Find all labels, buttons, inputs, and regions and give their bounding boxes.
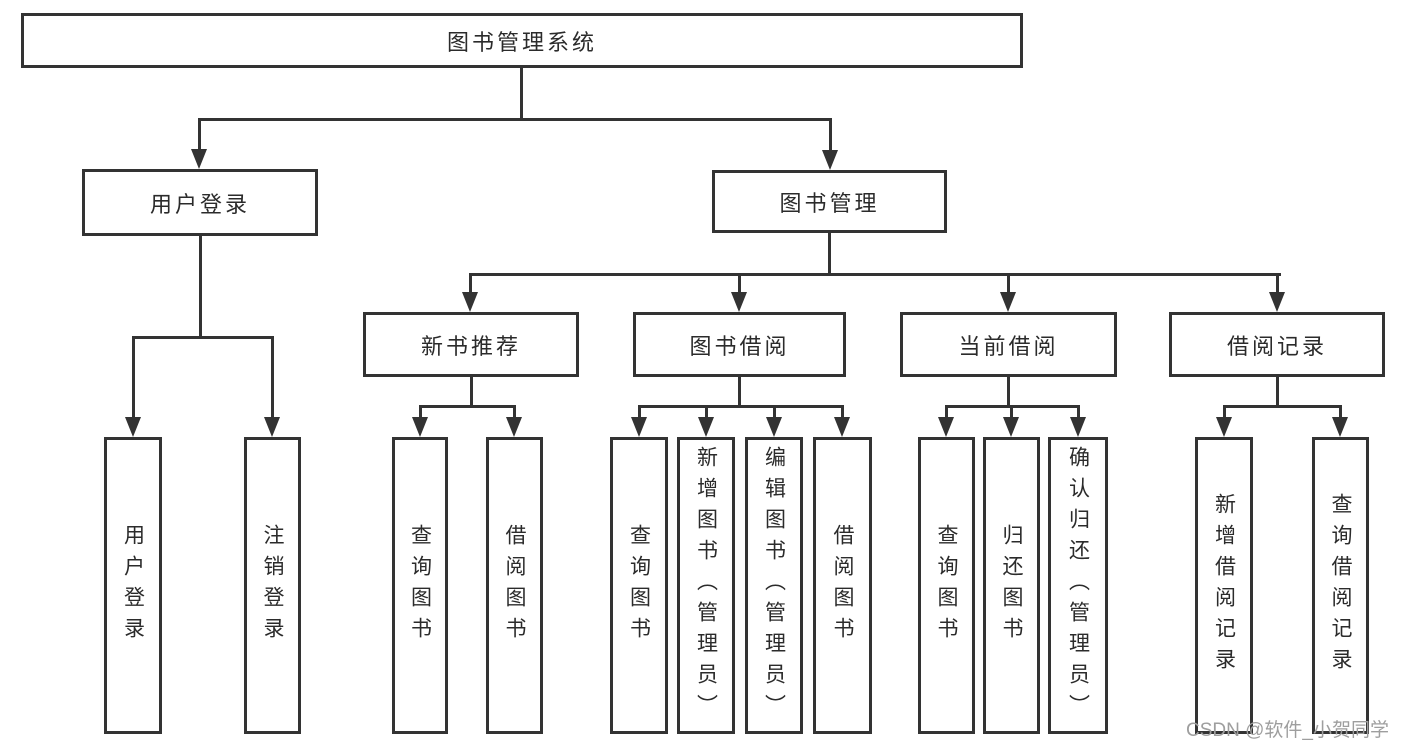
connector-line (945, 405, 948, 419)
connector-line (198, 118, 832, 121)
arrowhead-down-icon (264, 417, 280, 437)
leaf-user-login-label: 用户登录 (121, 523, 145, 648)
node-book-borrow-label: 图书借阅 (689, 333, 790, 359)
connector-line (829, 118, 832, 153)
connector-line (199, 235, 202, 339)
leaf-edit-book-admin: 编辑图书（管理员） (745, 437, 803, 734)
leaf-query-book-2-label: 查询图书 (627, 523, 651, 648)
connector-line (773, 405, 776, 419)
node-user-login-label: 用户登录 (149, 191, 250, 217)
connector-line (738, 273, 741, 294)
leaf-confirm-return-admin: 确认归还（管理员） (1048, 437, 1108, 734)
connector-line (638, 405, 843, 408)
leaf-query-book-3-label: 查询图书 (935, 523, 958, 648)
connector-line (738, 377, 741, 408)
connector-line (132, 336, 274, 339)
leaf-return-book: 归还图书 (983, 437, 1040, 734)
leaf-query-borrow-record: 查询借阅记录 (1312, 437, 1369, 734)
node-book-borrow: 图书借阅 (633, 312, 846, 377)
leaf-edit-book-admin-label: 编辑图书（管理员） (762, 446, 786, 725)
connector-line (841, 405, 844, 419)
connector-line (828, 233, 831, 276)
connector-line (419, 405, 422, 419)
arrowhead-down-icon (698, 417, 714, 437)
node-new-book-recommend-label: 新书推荐 (420, 333, 521, 359)
connector-line (1010, 405, 1013, 419)
arrowhead-down-icon (1216, 417, 1232, 437)
connector-line (469, 273, 472, 294)
leaf-add-book-admin-label: 新增图书（管理员） (694, 446, 718, 725)
node-current-borrow-label: 当前借阅 (958, 333, 1059, 359)
connector-line (1007, 273, 1010, 294)
connector-line (132, 336, 135, 419)
leaf-query-book-2: 查询图书 (610, 437, 668, 734)
arrowhead-down-icon (1269, 292, 1285, 312)
arrowhead-down-icon (1070, 417, 1086, 437)
leaf-borrow-book-1-label: 借阅图书 (503, 523, 526, 648)
connector-line (638, 405, 641, 419)
node-new-book-recommend: 新书推荐 (363, 312, 579, 377)
arrowhead-down-icon (125, 417, 141, 437)
node-root-label: 图书管理系统 (446, 29, 597, 55)
arrowhead-down-icon (766, 417, 782, 437)
arrowhead-down-icon (506, 417, 522, 437)
leaf-query-borrow-record-label: 查询借阅记录 (1329, 492, 1352, 679)
connector-line (1007, 377, 1010, 408)
leaf-confirm-return-admin-label: 确认归还（管理员） (1066, 446, 1090, 725)
arrowhead-down-icon (834, 417, 850, 437)
arrowhead-down-icon (631, 417, 647, 437)
connector-line (520, 68, 523, 121)
leaf-query-book-1-label: 查询图书 (408, 523, 432, 648)
node-current-borrow: 当前借阅 (900, 312, 1117, 377)
leaf-return-book-label: 归还图书 (1000, 523, 1023, 648)
node-user-login: 用户登录 (82, 169, 318, 236)
leaf-query-book-3: 查询图书 (918, 437, 975, 734)
connector-line (1223, 405, 1342, 408)
leaf-borrow-book-1: 借阅图书 (486, 437, 543, 734)
node-book-management-label: 图书管理 (779, 190, 880, 216)
connector-line (470, 377, 473, 408)
leaf-borrow-book-2-label: 借阅图书 (831, 523, 854, 648)
arrowhead-down-icon (412, 417, 428, 437)
watermark: CSDN @软件_小贺同学 (1186, 720, 1389, 741)
connector-line (1276, 273, 1279, 294)
connector-line (1223, 405, 1226, 419)
leaf-borrow-book-2: 借阅图书 (813, 437, 872, 734)
leaf-user-login: 用户登录 (104, 437, 162, 734)
arrowhead-down-icon (822, 150, 838, 170)
leaf-add-borrow-record-label: 新增借阅记录 (1212, 492, 1236, 679)
connector-line (1077, 405, 1080, 419)
arrowhead-down-icon (938, 417, 954, 437)
arrowhead-down-icon (1003, 417, 1019, 437)
node-root: 图书管理系统 (21, 13, 1023, 68)
connector-line (1276, 377, 1279, 408)
node-borrow-record: 借阅记录 (1169, 312, 1385, 377)
arrowhead-down-icon (1332, 417, 1348, 437)
arrowhead-down-icon (1000, 292, 1016, 312)
connector-line (705, 405, 708, 419)
arrowhead-down-icon (462, 292, 478, 312)
node-borrow-record-label: 借阅记录 (1226, 333, 1327, 359)
node-book-management: 图书管理 (712, 170, 947, 233)
leaf-add-borrow-record: 新增借阅记录 (1195, 437, 1253, 734)
leaf-add-book-admin: 新增图书（管理员） (677, 437, 735, 734)
connector-line (271, 336, 274, 419)
connector-line (419, 405, 516, 408)
leaf-logout-label: 注销登录 (261, 523, 284, 648)
connector-line (513, 405, 516, 419)
connector-line (1339, 405, 1342, 419)
leaf-query-book-1: 查询图书 (392, 437, 448, 734)
leaf-logout: 注销登录 (244, 437, 301, 734)
connector-line (469, 273, 1281, 276)
arrowhead-down-icon (731, 292, 747, 312)
connector-line (198, 118, 201, 152)
arrowhead-down-icon (191, 149, 207, 169)
